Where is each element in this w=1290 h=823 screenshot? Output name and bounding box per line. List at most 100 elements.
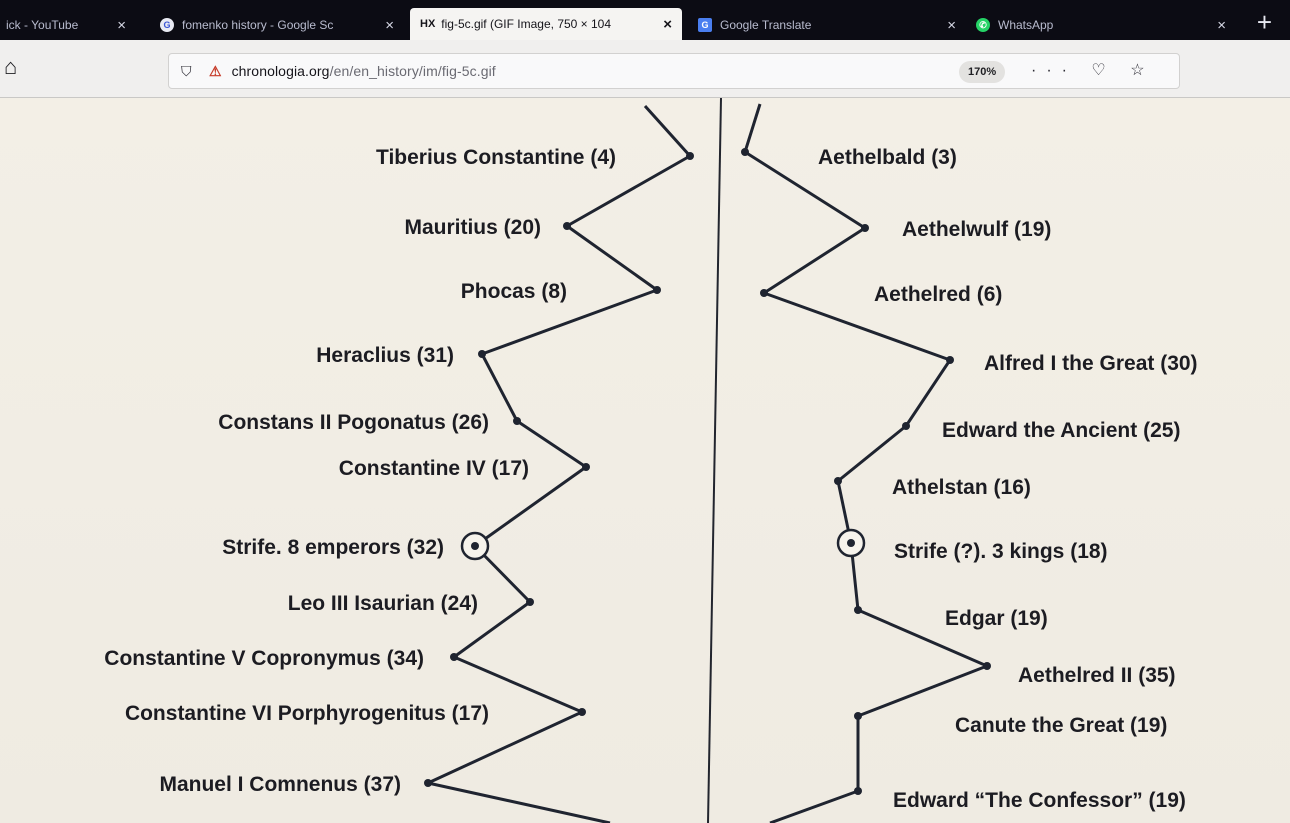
tab-google-search[interactable]: G fomenko history - Google Sc × xyxy=(150,10,404,40)
left-ruler-marker xyxy=(686,152,694,160)
left-ruler-label: Constantine VI Porphyrogenitus (17) xyxy=(125,702,489,725)
reign-years: (3) xyxy=(931,146,957,169)
right-ruler-marker xyxy=(983,662,991,670)
tab-title: fig-5c.gif (GIF Image, 750 × 104 xyxy=(441,17,612,31)
reign-years: (8) xyxy=(541,280,567,303)
insecure-lock-icon[interactable]: ⚠ xyxy=(209,62,222,79)
reign-years: (16) xyxy=(994,476,1031,499)
address-bar[interactable]: ⛉ ⚠ chronologia.org/en/en_history/im/fig… xyxy=(168,53,1180,89)
chronology-diagram: Tiberius Constantine (4) Mauritius (20) Ph… xyxy=(104,98,1198,823)
ruler-name: Manuel I Comnenus xyxy=(159,773,363,796)
left-ruler-label: Heraclius (31) xyxy=(316,344,454,367)
right-ruler-label: Aethelwulf (19) xyxy=(902,218,1051,241)
reign-years: (25) xyxy=(1143,419,1180,442)
ruler-name: Constans II Pogonatus xyxy=(218,411,451,434)
ruler-name: Aethelred II xyxy=(1018,664,1138,687)
left-ruler-label: Constantine V Copronymus (34) xyxy=(104,647,424,670)
tab-google-translate[interactable]: G Google Translate × xyxy=(688,10,966,40)
tab-fig-5c[interactable]: HX fig-5c.gif (GIF Image, 750 × 104 × xyxy=(410,8,682,40)
url-text[interactable]: chronologia.org/en/en_history/im/fig-5c.… xyxy=(232,63,496,79)
url-domain: chronologia.org xyxy=(231,63,330,79)
home-icon[interactable]: ⌂ xyxy=(4,54,18,79)
left-ruler-marker xyxy=(582,463,590,471)
right-ruler-label: Aethelbald (3) xyxy=(818,146,957,169)
left-ruler-label: Constans II Pogonatus (26) xyxy=(218,411,489,434)
tab-title: WhatsApp xyxy=(998,18,1054,32)
reign-years: (17) xyxy=(492,457,529,480)
ruler-name: Leo III Isaurian xyxy=(288,592,441,615)
right-ruler-marker xyxy=(741,148,749,156)
tab-strip: ick - YouTube × G fomenko history - Goog… xyxy=(0,0,1290,40)
tab-title: Google Translate xyxy=(720,18,812,32)
reign-years: (32) xyxy=(407,536,444,559)
close-tab-icon[interactable]: × xyxy=(385,16,394,34)
right-ruler-marker xyxy=(854,712,862,720)
ruler-name: Heraclius xyxy=(316,344,416,367)
reign-years: (35) xyxy=(1138,664,1175,687)
tab-whatsapp[interactable]: ✆ WhatsApp × xyxy=(966,10,1236,40)
right-ruler-marker xyxy=(854,606,862,614)
ruler-name: Phocas xyxy=(461,280,542,303)
ruler-name: Athelstan xyxy=(892,476,994,499)
ruler-name: Aethelwulf xyxy=(902,218,1014,241)
left-ruler-marker xyxy=(450,653,458,661)
left-ruler-label: Manuel I Comnenus (37) xyxy=(159,773,401,796)
ruler-name: Aethelred xyxy=(874,283,977,306)
image-viewer: Tiberius Constantine (4) Mauritius (20) Ph… xyxy=(0,98,1290,823)
right-ruler-marker xyxy=(760,289,768,297)
ruler-name: Constantine IV xyxy=(339,457,492,480)
left-ruler-marker xyxy=(424,779,432,787)
right-ruler-label: Edgar (19) xyxy=(945,607,1048,630)
right-ruler-label: Aethelred (6) xyxy=(874,283,1002,306)
reign-years: (24) xyxy=(441,592,478,615)
close-tab-icon[interactable]: × xyxy=(663,15,672,33)
reign-years: (17) xyxy=(452,702,489,725)
new-tab-button[interactable]: + xyxy=(1256,7,1272,37)
reign-years: (6) xyxy=(977,283,1003,306)
right-ruler-label: Alfred I the Great (30) xyxy=(984,352,1198,375)
reign-years: (26) xyxy=(452,411,489,434)
right-ruler-label: Athelstan (16) xyxy=(892,476,1031,499)
hx-icon: HX xyxy=(420,18,436,30)
close-tab-icon[interactable]: × xyxy=(1217,16,1226,34)
tab-title: ick - YouTube xyxy=(6,18,79,32)
left-ruler-label: Phocas (8) xyxy=(461,280,567,303)
left-ruler-label: Constantine IV (17) xyxy=(339,457,529,480)
ruler-name: Edgar xyxy=(945,607,1010,630)
google-icon: G xyxy=(160,18,174,32)
ruler-name: Canute the Great xyxy=(955,714,1130,737)
right-dynasty-line xyxy=(743,103,989,823)
left-ruler-marker xyxy=(478,350,486,358)
reign-years: (19) xyxy=(1149,789,1186,812)
zoom-level-button[interactable]: 170% xyxy=(959,61,1006,83)
left-ruler-marker xyxy=(563,222,571,230)
right-ruler-marker xyxy=(847,539,855,547)
left-ruler-label: Tiberius Constantine (4) xyxy=(376,146,616,169)
tab-title: fomenko history - Google Sc xyxy=(182,18,334,32)
url-path: /en/en_history/im/fig-5c.gif xyxy=(329,63,496,79)
close-tab-icon[interactable]: × xyxy=(117,16,126,34)
whatsapp-icon: ✆ xyxy=(976,18,990,32)
shield-icon[interactable]: ⛉ xyxy=(181,63,192,79)
right-ruler-marker xyxy=(946,356,954,364)
ruler-name: Strife. 8 emperors xyxy=(222,536,406,559)
reign-years: (34) xyxy=(387,647,424,670)
reign-years: (4) xyxy=(590,146,616,169)
left-ruler-label: Mauritius (20) xyxy=(404,216,541,239)
translate-icon: G xyxy=(698,18,712,32)
reign-years: (37) xyxy=(364,773,401,796)
reign-years: (19) xyxy=(1014,218,1051,241)
left-ruler-marker xyxy=(513,417,521,425)
center-divider xyxy=(707,98,722,823)
left-ruler-label: Leo III Isaurian (24) xyxy=(288,592,478,615)
right-ruler-marker xyxy=(902,422,910,430)
tab-youtube[interactable]: ick - YouTube × xyxy=(0,10,136,40)
ruler-name: Constantine VI Porphyrogenitus xyxy=(125,702,452,725)
right-ruler-label: Aethelred II (35) xyxy=(1018,664,1176,687)
right-ruler-label: Canute the Great (19) xyxy=(955,714,1167,737)
ruler-name: Constantine V Copronymus xyxy=(104,647,386,670)
page-actions-icons[interactable]: ··· ♡ ☆ xyxy=(1031,62,1155,79)
right-ruler-marker xyxy=(861,224,869,232)
ruler-name: Edward the Ancient xyxy=(942,419,1143,442)
close-tab-icon[interactable]: × xyxy=(947,16,956,34)
